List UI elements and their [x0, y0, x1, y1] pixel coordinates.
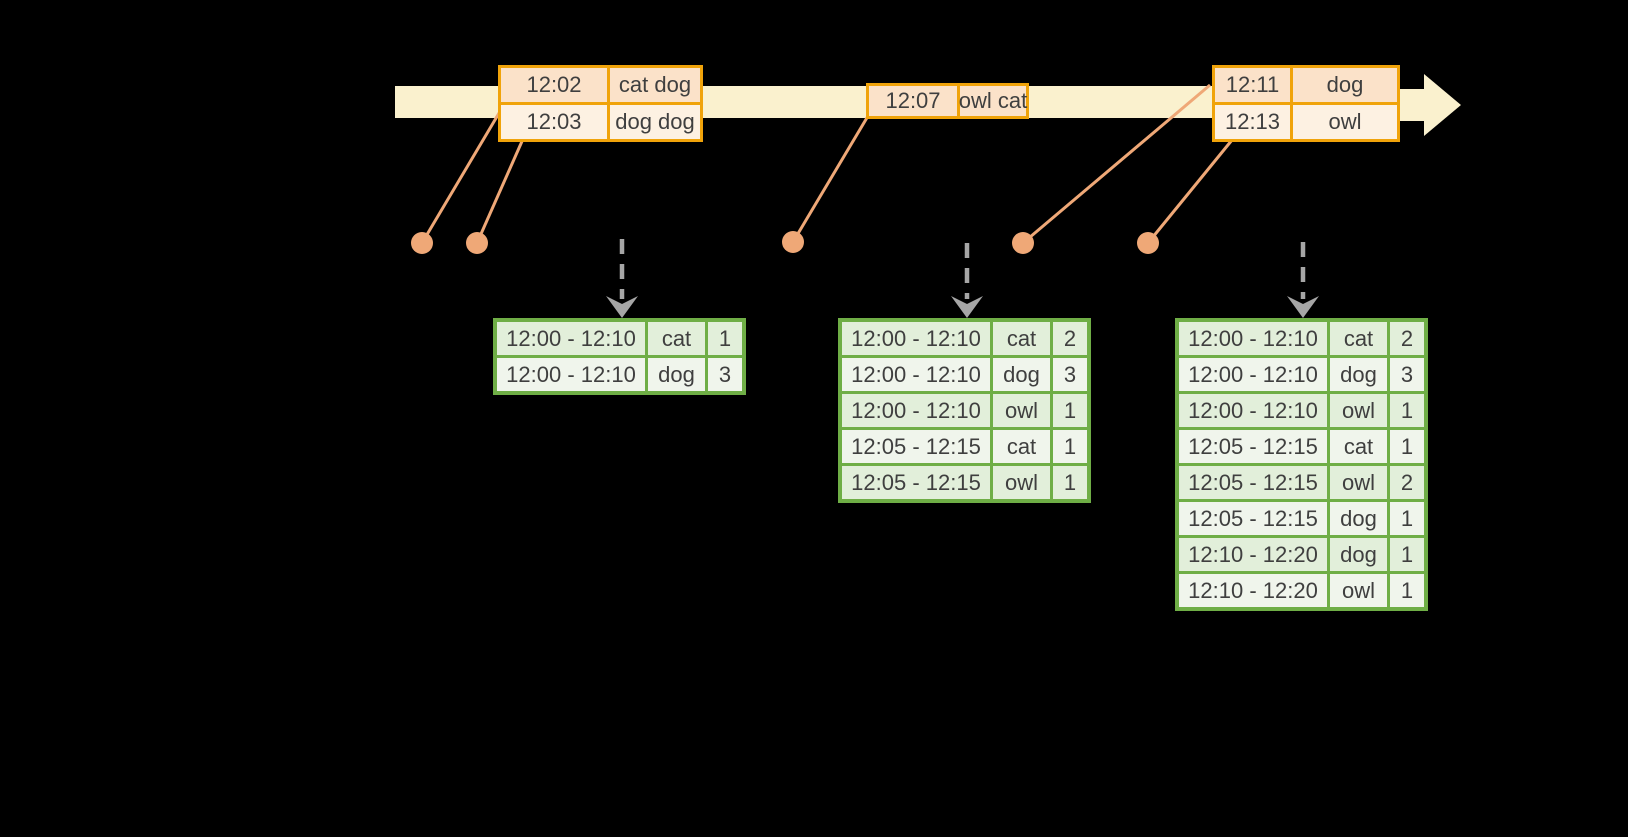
word-cell: owl	[993, 394, 1050, 427]
count-cell: 2	[1053, 322, 1087, 355]
event-words-cell: owl	[1293, 105, 1397, 139]
word-cell: owl	[993, 466, 1050, 499]
word-cell: dog	[993, 358, 1050, 391]
count-cell: 1	[1390, 502, 1424, 535]
word-cell: owl	[1330, 466, 1387, 499]
window-cell: 12:00 - 12:10	[842, 394, 990, 427]
event-time-cell: 12:02	[501, 68, 607, 102]
count-cell: 3	[708, 358, 742, 391]
window-cell: 12:10 - 12:20	[1179, 538, 1327, 571]
trigger-arrowhead-icon	[1287, 296, 1319, 318]
event-words-cell: cat dog	[610, 68, 700, 102]
count-cell: 1	[1053, 430, 1087, 463]
event-connector-line	[475, 138, 525, 244]
window-cell: 12:05 - 12:15	[1179, 502, 1327, 535]
count-cell: 3	[1390, 358, 1424, 391]
event-point-dot	[411, 232, 433, 254]
window-cell: 12:00 - 12:10	[497, 358, 645, 391]
window-cell: 12:00 - 12:10	[1179, 358, 1327, 391]
event-point-dot	[466, 232, 488, 254]
event-words-cell: dog dog	[610, 105, 700, 139]
word-cell: dog	[1330, 358, 1387, 391]
event-time-cell: 12:03	[501, 105, 607, 139]
event-words-cell: owl cat	[959, 86, 1027, 116]
window-cell: 12:00 - 12:10	[1179, 322, 1327, 355]
event-words-cell: dog	[1293, 68, 1397, 102]
event-connector-line	[420, 102, 507, 244]
count-cell: 1	[1390, 538, 1424, 571]
word-cell: cat	[993, 322, 1050, 355]
count-cell: 3	[1053, 358, 1087, 391]
window-cell: 12:05 - 12:15	[1179, 430, 1327, 463]
word-cell: owl	[1330, 574, 1387, 607]
word-cell: cat	[1330, 430, 1387, 463]
word-cell: dog	[648, 358, 705, 391]
event-time-cell: 12:07	[869, 86, 957, 116]
event-point-dot	[1012, 232, 1034, 254]
word-cell: cat	[648, 322, 705, 355]
window-cell: 12:00 - 12:10	[842, 322, 990, 355]
count-cell: 1	[1390, 574, 1424, 607]
event-time-cell: 12:11	[1215, 68, 1290, 102]
window-cell: 12:05 - 12:15	[842, 466, 990, 499]
window-cell: 12:00 - 12:10	[842, 358, 990, 391]
count-cell: 2	[1390, 322, 1424, 355]
count-cell: 1	[708, 322, 742, 355]
window-cell: 12:10 - 12:20	[1179, 574, 1327, 607]
count-cell: 1	[1053, 466, 1087, 499]
word-cell: cat	[1330, 322, 1387, 355]
event-point-dot	[782, 231, 804, 253]
count-cell: 2	[1390, 466, 1424, 499]
trigger-arrowhead-icon	[951, 296, 983, 318]
trigger-arrowhead-icon	[606, 296, 638, 318]
window-cell: 12:05 - 12:15	[1179, 466, 1327, 499]
window-cell: 12:00 - 12:10	[1179, 394, 1327, 427]
event-connector-line	[791, 115, 870, 243]
window-cell: 12:00 - 12:10	[497, 322, 645, 355]
event-connector-line	[1022, 83, 1211, 245]
event-connector-line	[1146, 139, 1234, 244]
word-cell: dog	[1330, 502, 1387, 535]
timeline-arrow-icon	[1400, 74, 1461, 136]
word-cell: dog	[1330, 538, 1387, 571]
count-cell: 1	[1390, 394, 1424, 427]
word-cell: cat	[993, 430, 1050, 463]
word-cell: owl	[1330, 394, 1387, 427]
window-cell: 12:05 - 12:15	[842, 430, 990, 463]
count-cell: 1	[1390, 430, 1424, 463]
count-cell: 1	[1053, 394, 1087, 427]
event-point-dot	[1137, 232, 1159, 254]
event-time-cell: 12:13	[1215, 105, 1290, 139]
